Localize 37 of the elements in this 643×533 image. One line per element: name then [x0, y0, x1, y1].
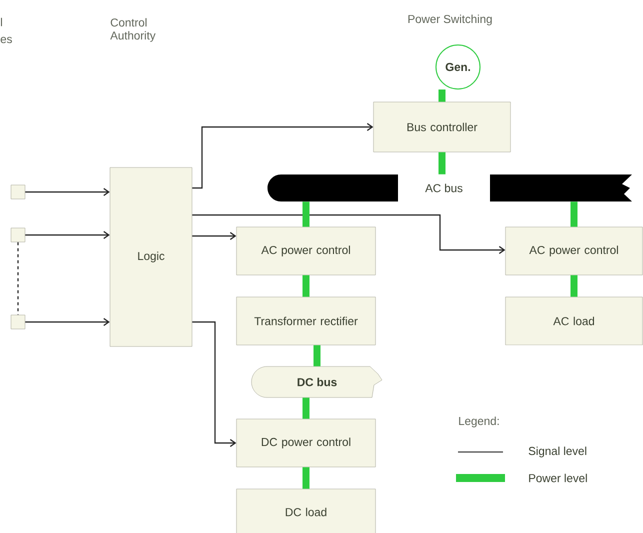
signal-arrow	[192, 214, 506, 254]
heading-label: Control Authority	[110, 18, 156, 42]
power-line	[302, 275, 310, 297]
dc-bus-bar: DC bus	[251, 366, 382, 398]
ac-bus-bar: AC bus	[268, 174, 632, 202]
signal-arrow	[192, 232, 236, 240]
signal-arrow	[25, 188, 110, 196]
process-box: Transformer rectifier	[236, 296, 376, 346]
power-line	[438, 152, 446, 174]
signal-arrow	[192, 321, 236, 447]
power-line	[302, 398, 310, 419]
legend-label: Power level	[529, 474, 587, 482]
power-line	[570, 275, 578, 297]
input-square	[10, 228, 26, 242]
heading-label: es	[0, 36, 12, 44]
heading-label: l	[0, 18, 2, 26]
power-line	[438, 90, 446, 102]
input-square	[10, 314, 26, 330]
legend-label: Signal level	[528, 446, 586, 458]
process-box: Bus controller	[373, 102, 511, 152]
signal-arrow	[25, 231, 110, 239]
signal-arrow	[192, 123, 374, 189]
power-line	[314, 345, 320, 366]
signal-arrow	[25, 318, 110, 326]
process-box: AC power control	[236, 226, 376, 276]
process-box: Logic	[110, 167, 192, 347]
process-box: AC load	[505, 296, 643, 346]
power-line	[302, 202, 310, 227]
process-box: AC power control	[505, 226, 643, 276]
input-square	[10, 184, 26, 200]
heading-label: Power Switching	[408, 14, 492, 26]
power-line	[302, 467, 310, 489]
process-box: DC load	[236, 488, 376, 533]
process-box: DC power control	[236, 418, 376, 468]
power-line	[570, 202, 578, 227]
dashed-line	[17, 242, 19, 315]
heading-label: Legend:	[459, 416, 499, 428]
